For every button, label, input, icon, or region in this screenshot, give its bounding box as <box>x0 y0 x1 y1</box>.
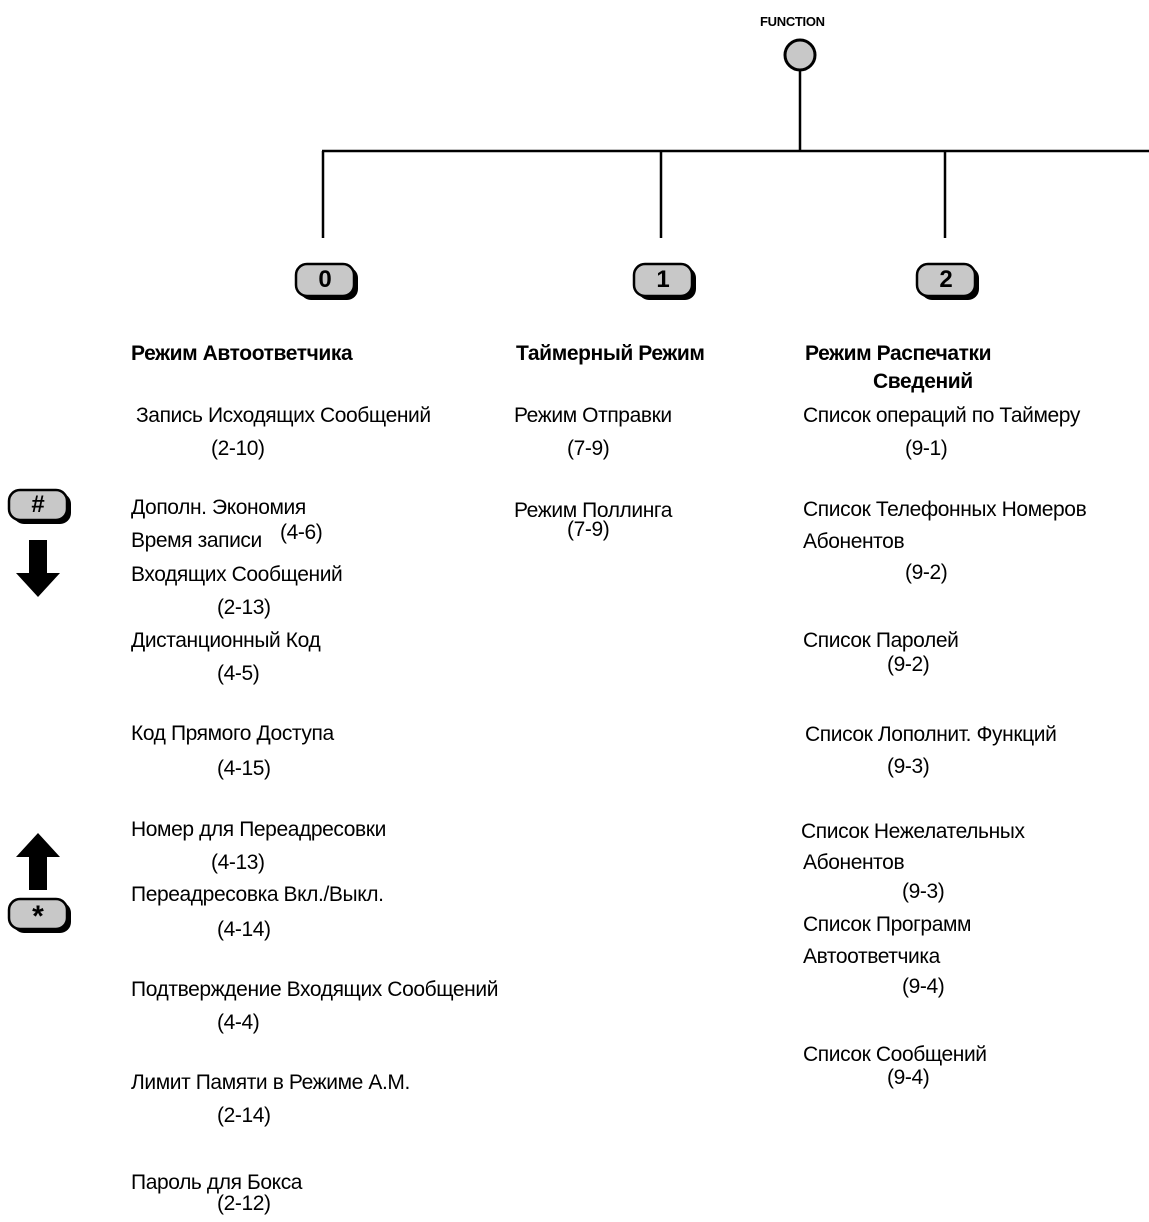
col0-item-confirm: Подтверждение Входящих Сообщений <box>131 978 499 1001</box>
col2-ref: (9-2) <box>887 653 930 676</box>
col0-ref: (4-5) <box>217 662 260 685</box>
function-button <box>783 38 817 72</box>
col2-item-passwords: Список Паролей <box>803 629 959 652</box>
hash-key-label: # <box>31 491 45 518</box>
col0-item-incoming: Входящих Сообщений <box>131 563 343 586</box>
col2-item-junk: Список Нежелательных <box>801 820 1025 843</box>
col2-ref: (9-4) <box>902 975 945 998</box>
col0-ref: (4-13) <box>211 851 265 874</box>
col2-item-extra-func: Список Лополнит. Функций <box>805 723 1057 746</box>
col0-title: Режим Автоответчика <box>131 342 353 365</box>
col2-ref: (9-4) <box>887 1066 930 1089</box>
col0-ref: (4-14) <box>217 918 271 941</box>
col2-ref: (9-2) <box>905 561 948 584</box>
col1-item-polling: Режим Поллинга <box>514 499 673 522</box>
col0-item-rectime: Время записи <box>131 529 262 552</box>
col0-ref: (2-13) <box>217 596 271 619</box>
col2-title-2: Сведений <box>873 370 973 393</box>
col0-item-boxpass: Пароль для Бокса <box>131 1171 303 1194</box>
col0-ref: (2-14) <box>217 1104 271 1127</box>
col2-item-programs: Список Программ <box>803 913 972 936</box>
col2-ref: (9-1) <box>905 437 948 460</box>
col2-ref: (9-3) <box>887 755 930 778</box>
col0-ref: (4-6) <box>280 521 323 544</box>
col0-item-fwd-number: Номер для Переадресовки <box>131 818 386 841</box>
key-1-label: 1 <box>656 266 670 293</box>
down-arrow-icon <box>16 540 60 597</box>
col0-ref: (2-10) <box>211 437 265 460</box>
col2-item-programs-2: Автоответчика <box>803 945 940 968</box>
col0-item-outgoing: Запись Исходящих Сообщений <box>136 404 431 427</box>
col2-item-junk-2: Абонентов <box>803 851 905 874</box>
key-1 <box>632 262 694 298</box>
col0-ref: (4-4) <box>217 1011 260 1034</box>
col0-item-remote: Дистанционный Код <box>131 629 321 652</box>
key-2 <box>915 262 977 298</box>
key-0 <box>294 262 356 298</box>
col0-ref: (2-12) <box>217 1192 271 1215</box>
col0-ref: (4-15) <box>217 757 271 780</box>
col2-item-phones-2: Абонентов <box>803 530 905 553</box>
col0-item-memlimit: Лимит Памяти в Режиме А.М. <box>131 1071 410 1094</box>
col0-item-fwd-onoff: Переадресовка Вкл./Выкл. <box>131 883 384 906</box>
col2-item-phones: Список Телефонных Номеров <box>803 498 1087 521</box>
star-key <box>7 897 69 931</box>
col1-item-send: Режим Отправки <box>514 404 672 427</box>
hash-key <box>7 488 69 522</box>
up-arrow-icon <box>16 833 60 890</box>
key-2-label: 2 <box>939 266 953 293</box>
col1-title: Таймерный Режим <box>516 342 705 365</box>
col1-ref: (7-9) <box>567 518 610 541</box>
col2-item-timer: Список операций по Таймеру <box>803 404 1080 427</box>
col0-item-extra: Дополн. Экономия <box>131 496 306 519</box>
col0-item-direct: Код Прямого Доступа <box>131 722 334 745</box>
col2-item-messages: Список Сообщений <box>803 1043 987 1066</box>
col1-ref: (7-9) <box>567 437 610 460</box>
col2-ref: (9-3) <box>902 880 945 903</box>
col2-title: Режим Распечатки <box>805 342 992 365</box>
function-label: FUNCTION <box>760 14 825 29</box>
star-key-label: * <box>32 900 44 933</box>
key-0-label: 0 <box>318 266 332 293</box>
